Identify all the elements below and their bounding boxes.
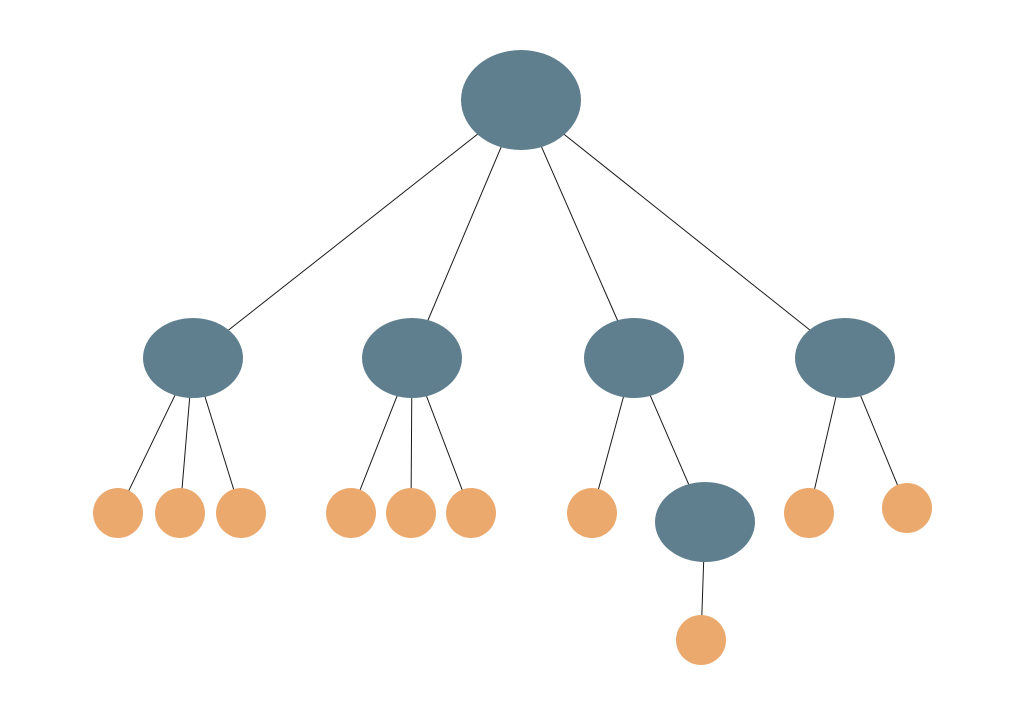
internal-node-c2 bbox=[655, 482, 755, 562]
edge-root-a bbox=[192, 99, 522, 359]
leaf-node-b1 bbox=[326, 488, 376, 538]
leaf-node-b2 bbox=[386, 488, 436, 538]
tree-nodes bbox=[93, 50, 932, 665]
leaf-node-d2 bbox=[882, 483, 932, 533]
leaf-node-a1 bbox=[93, 488, 143, 538]
internal-node-b bbox=[362, 318, 462, 398]
internal-node-a bbox=[143, 318, 243, 398]
internal-node-c bbox=[584, 318, 684, 398]
leaf-node-a3 bbox=[216, 488, 266, 538]
leaf-node-a2 bbox=[155, 488, 205, 538]
leaf-node-c2a bbox=[676, 615, 726, 665]
leaf-node-c1 bbox=[567, 488, 617, 538]
internal-node-d bbox=[795, 318, 895, 398]
edge-root-d bbox=[520, 99, 846, 359]
root-node bbox=[461, 50, 581, 150]
leaf-node-b3 bbox=[446, 488, 496, 538]
leaf-node-d1 bbox=[784, 488, 834, 538]
